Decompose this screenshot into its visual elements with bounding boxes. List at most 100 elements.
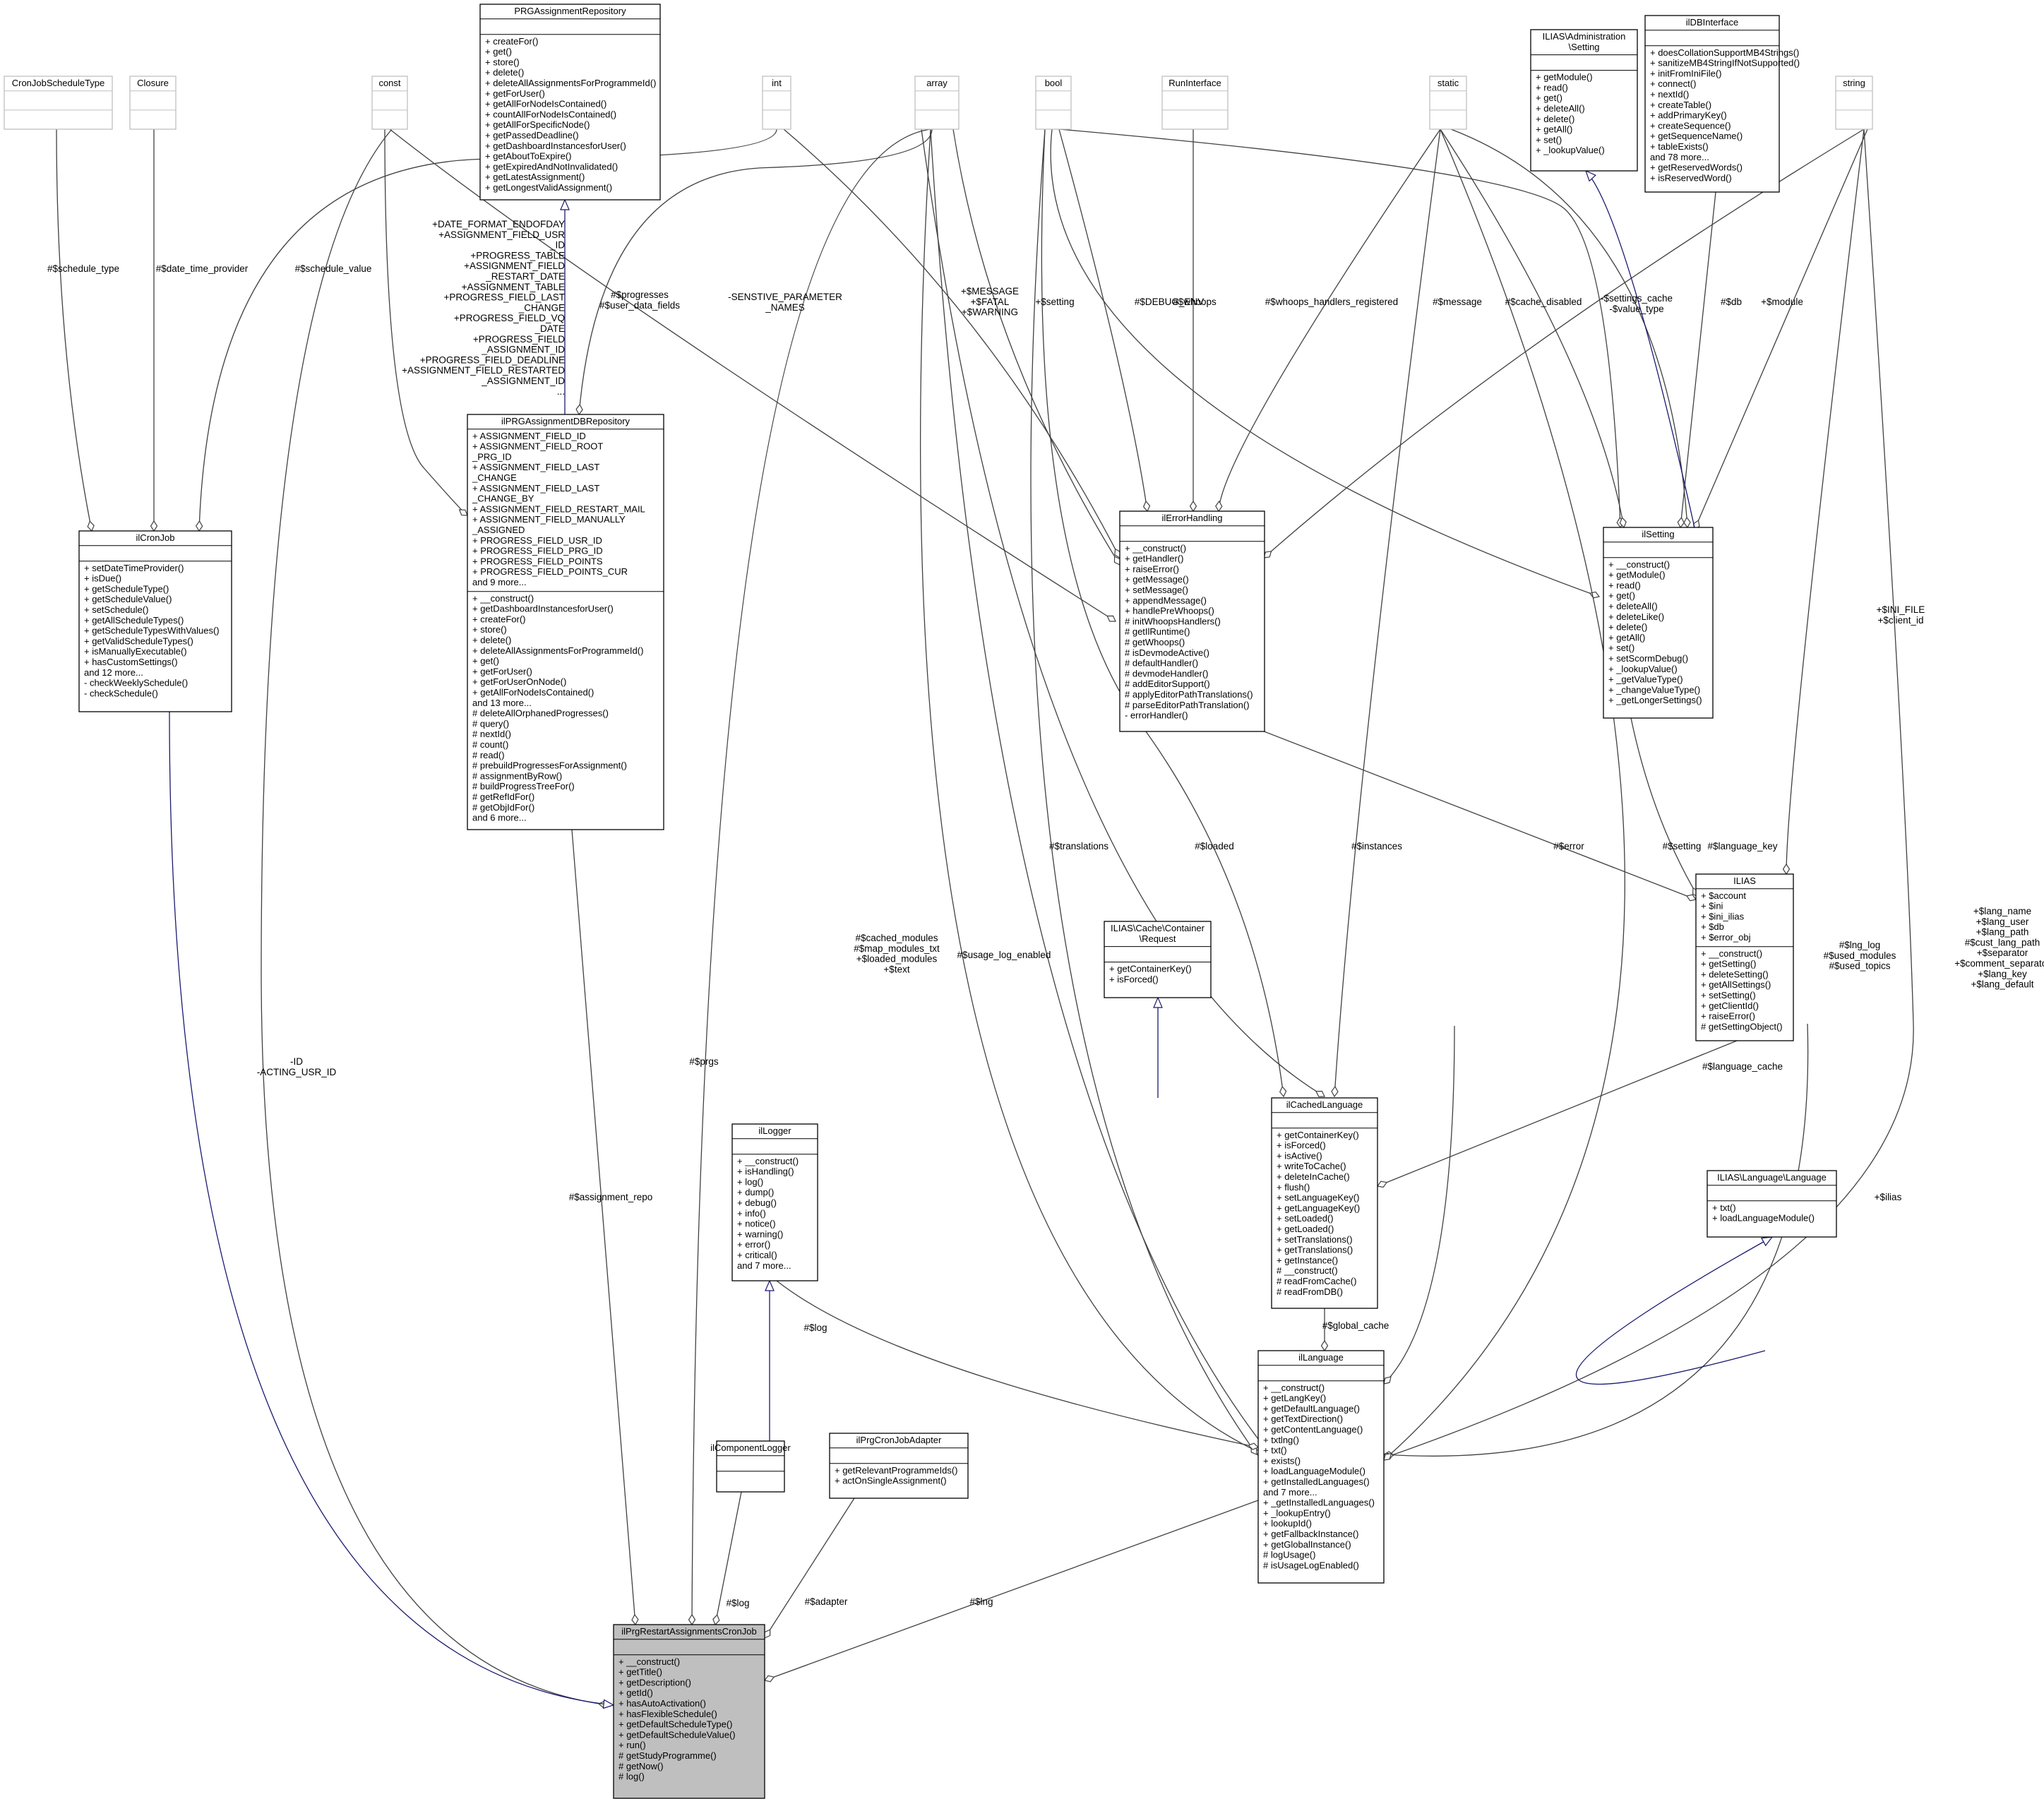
- association-diamond: [763, 1675, 775, 1683]
- class-iliasadministration-setting[interactable]: ILIAS\Administration\Setting+ getModule(…: [1530, 29, 1638, 172]
- class-title: ILIAS: [1733, 875, 1756, 886]
- class-method: + setSchedule(): [84, 604, 148, 615]
- class-method: + writeToCache(): [1277, 1161, 1346, 1171]
- class-static[interactable]: static: [1429, 76, 1467, 130]
- class-method: + _getInstalledLanguages(): [1263, 1498, 1375, 1508]
- edge-line: [919, 128, 1265, 1455]
- class-il-component-logger[interactable]: ilComponentLogger: [710, 1440, 791, 1493]
- class-attribute: + PROGRESS_FIELD_POINTS: [472, 556, 603, 566]
- class-il-logger[interactable]: ilLogger+ __construct()+ isHandling()+ l…: [731, 1123, 818, 1281]
- inheritance-edge: [765, 1279, 775, 1441]
- class-il-prgassignment-dbrepository[interactable]: ilPRGAssignmentDBRepository + ASSIGNMENT_…: [467, 414, 664, 830]
- class-title: ilPRGAssignmentDBRepository: [501, 416, 630, 426]
- inheritance-arrowhead: [1760, 1236, 1774, 1247]
- class-title: ilComponentLogger: [710, 1442, 791, 1453]
- class-iliascache-container-request[interactable]: ILIAS\Cache\Container\Request+ getContai…: [1104, 921, 1212, 998]
- class-method: + delete(): [1536, 114, 1574, 124]
- class-method: + exists(): [1263, 1455, 1301, 1466]
- class-method: + setSetting(): [1701, 990, 1756, 1000]
- class-method: # applyEditorPathTranslations(): [1125, 689, 1253, 700]
- edge-line: [1585, 170, 1695, 528]
- class-il-cron-job[interactable]: ilCronJob+ setDateTimeProvider()+ isDue(…: [78, 530, 232, 712]
- class-method: + read(): [1536, 82, 1568, 92]
- edge-label-language-key: #$language_key: [1707, 841, 1777, 851]
- edge-label-ilias: +$ilias: [1875, 1192, 1902, 1202]
- class-box: [129, 76, 177, 130]
- class-string[interactable]: string: [1835, 76, 1873, 130]
- edge-label-whoops: #$whoops: [1173, 297, 1217, 307]
- class-run-interface[interactable]: RunInterface: [1161, 76, 1229, 130]
- class-title: Closure: [137, 78, 169, 88]
- class-il-language[interactable]: ilLanguage+ __construct()+ getLangKey()+…: [1257, 1350, 1385, 1584]
- class-il-setting[interactable]: ilSetting+ __construct()+ getModule()+ r…: [1603, 527, 1714, 719]
- class-il-error-handling[interactable]: ilErrorHandling+ __construct()+ getHandl…: [1119, 510, 1265, 732]
- class-ilias[interactable]: ILIAS+ $account+ $ini+ $ini_ilias+ $db+ …: [1695, 873, 1794, 1041]
- inheritance-edge: [1153, 996, 1163, 1098]
- class-method: + delete(): [472, 635, 511, 645]
- class-method: + getAboutToExpire(): [485, 151, 571, 162]
- class-method: + _lookupValue(): [1608, 664, 1678, 674]
- class-method: - checkSchedule(): [84, 688, 158, 698]
- class-method: + getDefaultScheduleType(): [618, 1719, 733, 1730]
- class-method: + read(): [1608, 580, 1641, 590]
- class-box: [1104, 921, 1212, 998]
- association-diamond: [1279, 1085, 1287, 1098]
- edge-line: [1218, 128, 1441, 512]
- class-attribute: _CHANGE: [472, 472, 517, 483]
- class-prgassignment-repository[interactable]: PRGAssignmentRepository+ createFor()+ ge…: [479, 4, 661, 201]
- edge-line: [952, 128, 1120, 566]
- class-array[interactable]: array: [914, 76, 960, 130]
- class-method: and 13 more...: [472, 698, 532, 708]
- class-title: CronJobScheduleType: [12, 78, 105, 88]
- class-method: + __construct(): [1701, 948, 1762, 959]
- class-closure[interactable]: Closure: [129, 76, 177, 130]
- association-diamond: [1782, 863, 1791, 875]
- class-method: # devmodeHandler(): [1125, 668, 1209, 679]
- class-method: + debug(): [737, 1197, 777, 1208]
- association-diamond: [1320, 1339, 1329, 1352]
- edge-line: [715, 1491, 742, 1625]
- class-method: # logUsage(): [1263, 1550, 1315, 1560]
- class-box: [1035, 76, 1072, 130]
- class-method: + getSetting(): [1701, 959, 1756, 969]
- class-il-dbinterface[interactable]: ilDBInterface+ doesCollationSupportMB4St…: [1644, 15, 1800, 193]
- class-il-prg-restart-assignments-cron-job[interactable]: ilPrgRestartAssignmentsCronJob+ __constr…: [613, 1624, 765, 1799]
- class-int[interactable]: int: [762, 76, 791, 130]
- class-attribute: + ASSIGNMENT_FIELD_ROOT: [472, 441, 603, 452]
- class-method: + info(): [737, 1208, 766, 1219]
- association-edge: [952, 128, 1120, 566]
- class-method: + getPassedDeadline(): [485, 130, 579, 141]
- association-edge: [575, 128, 933, 416]
- class-method: + getDashboardInstancesforUser(): [485, 141, 626, 151]
- class-method: # getRefIdFor(): [472, 791, 534, 802]
- class-method: - errorHandler(): [1125, 710, 1188, 721]
- class-bool[interactable]: bool: [1035, 76, 1072, 130]
- class-box: [4, 76, 113, 130]
- class-title: bool: [1045, 78, 1063, 88]
- class-box: [762, 76, 791, 130]
- class-iliaslanguage-language[interactable]: ILIAS\Language\Language+ txt()+ loadLang…: [1707, 1170, 1837, 1238]
- class-title: ilDBInterface: [1686, 17, 1738, 28]
- class-method: + txtlng(): [1263, 1435, 1299, 1445]
- class-box: [1695, 873, 1794, 1041]
- edge-line: [1058, 128, 1148, 512]
- class-method: + initFromIniFile(): [1650, 68, 1722, 78]
- association-diamond: [1215, 500, 1223, 513]
- class-il-prg-cron-job-adapter[interactable]: ilPrgCronJobAdapter+ getRelevantProgramm…: [829, 1433, 969, 1499]
- class-method: # query(): [472, 718, 509, 729]
- class-const[interactable]: const: [371, 76, 408, 130]
- edge-line: [1253, 727, 1697, 900]
- edge-line: [1680, 191, 1716, 528]
- edge-line: [1383, 1023, 1809, 1457]
- class-method: # initWhoopsHandlers(): [1125, 616, 1221, 626]
- edge-label-progresses: #$progresses#$user_data_fields: [599, 289, 680, 311]
- class-method: + connect(): [1650, 78, 1696, 89]
- class-title: ilSetting: [1642, 529, 1674, 539]
- class-method: + getInstalledLanguages(): [1263, 1476, 1370, 1487]
- class-method: + setScormDebug(): [1608, 653, 1688, 664]
- class-cron-job-schedule-type[interactable]: CronJobScheduleType: [4, 76, 113, 130]
- class-method: # readFromDB(): [1277, 1286, 1343, 1297]
- class-method: + setDateTimeProvider(): [84, 563, 184, 573]
- edge-label-message-fatal: +$MESSAGE+$FATAL+$WARNING: [961, 286, 1019, 318]
- class-il-cached-language[interactable]: ilCachedLanguage+ getContainerKey()+ isF…: [1271, 1097, 1378, 1309]
